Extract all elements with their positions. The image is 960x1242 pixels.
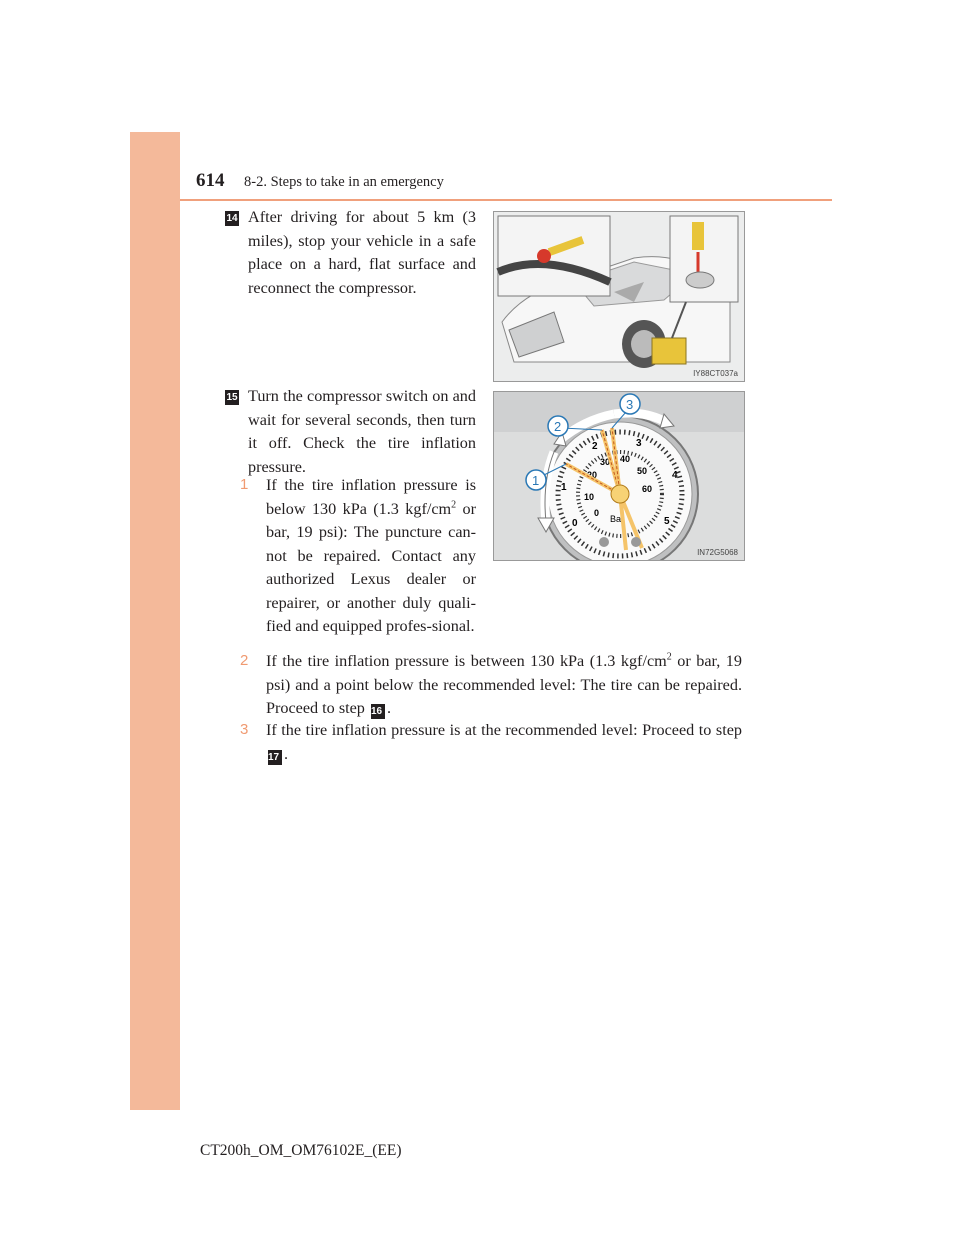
item-2-text: If the tire inflation pressure is betwee… — [266, 651, 742, 719]
item-marker-1: 1 — [240, 476, 249, 493]
item-3-text: If the tire inflation pressure is at the… — [266, 721, 742, 765]
footer-doc-code: CT200h_OM_OM76102E_(EE) — [200, 1142, 402, 1159]
outer-tick-label: 4 — [672, 470, 678, 481]
callout-3: 3 — [626, 397, 633, 412]
inner-tick-label: 20 — [587, 470, 597, 480]
side-band — [130, 132, 180, 1110]
callout-2: 2 — [554, 419, 561, 434]
car-illustration — [494, 212, 744, 381]
item-marker-2: 2 — [240, 652, 249, 669]
item-1-text: If the tire inflation pressure is below … — [266, 476, 476, 635]
step-ref-badge: 17 — [268, 749, 282, 765]
outer-tick-label: 2 — [592, 441, 598, 452]
pressure-gauge-illustration: 0 1 2 3 4 5 0 10 20 30 40 50 60 Bar — [494, 392, 744, 560]
step-ref-badge: 16 — [370, 704, 385, 719]
step-badge-15: 15 — [225, 390, 239, 405]
page-number: 614 — [196, 170, 225, 191]
outer-tick-label: 1 — [561, 482, 567, 493]
inner-tick-label: 60 — [642, 484, 652, 494]
inner-tick-label: 30 — [600, 457, 610, 467]
outer-tick-label: 3 — [636, 438, 642, 449]
callout-1: 1 — [532, 473, 539, 488]
section-title: 8-2. Steps to take in an emergency — [244, 174, 444, 190]
figure-code: IY88CT037a — [693, 369, 738, 378]
figure-code: IN72G5068 — [697, 548, 738, 557]
step-15-text: Turn the compressor switch on and wait f… — [248, 387, 476, 476]
outer-tick-label: 5 — [664, 516, 670, 527]
step-14-text: After driving for about 5 km (3 miles), … — [248, 208, 476, 297]
compressor-reconnect-figure: IY88CT037a — [493, 211, 745, 382]
step-badge-14: 14 — [225, 211, 239, 226]
header-rule — [180, 199, 832, 201]
inner-tick-label: 50 — [637, 466, 647, 476]
inner-tick-label: 40 — [620, 454, 630, 464]
pressure-gauge-figure: 0 1 2 3 4 5 0 10 20 30 40 50 60 Bar — [493, 391, 745, 561]
outer-tick-label: 0 — [572, 518, 578, 529]
item-marker-3: 3 — [240, 721, 249, 738]
inner-tick-label: 0 — [594, 508, 599, 518]
gauge-face-label: Bar — [610, 514, 624, 524]
inner-tick-label: 10 — [584, 492, 594, 502]
